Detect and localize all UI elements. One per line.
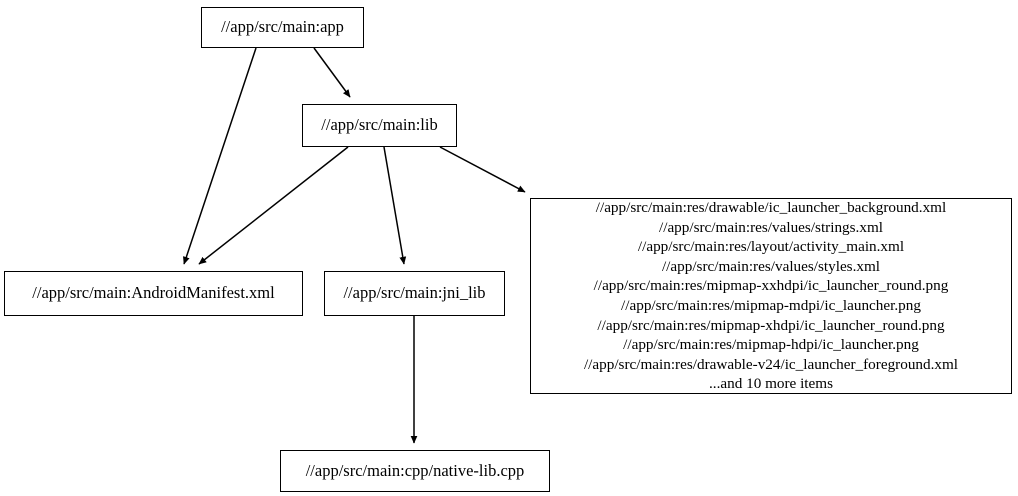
graph-node-app[interactable]: //app/src/main:app <box>201 7 364 48</box>
graph-node-jni-lib-label: //app/src/main:jni_lib <box>343 283 486 303</box>
graph-node-app-label: //app/src/main:app <box>221 17 344 37</box>
edge-lib-to-android-manifest <box>198 146 349 265</box>
edge-lib-to-jni-lib <box>383 146 407 265</box>
graph-node-res-group[interactable]: //app/src/main:res/drawable/ic_launcher_… <box>530 198 1012 394</box>
edge-app-to-android-manifest <box>183 47 257 265</box>
graph-node-res-group-label: //app/src/main:res/drawable/ic_launcher_… <box>583 199 959 393</box>
graph-node-lib[interactable]: //app/src/main:lib <box>302 104 457 147</box>
graph-node-native-lib[interactable]: //app/src/main:cpp/native-lib.cpp <box>280 450 550 492</box>
edge-lib-to-res-group <box>439 146 526 193</box>
graph-node-jni-lib[interactable]: //app/src/main:jni_lib <box>324 271 505 316</box>
graph-node-android-manifest-label: //app/src/main:AndroidManifest.xml <box>32 283 275 303</box>
graph-node-lib-label: //app/src/main:lib <box>321 115 438 135</box>
graph-node-android-manifest[interactable]: //app/src/main:AndroidManifest.xml <box>4 271 303 316</box>
graph-node-native-lib-label: //app/src/main:cpp/native-lib.cpp <box>305 460 525 480</box>
edge-app-to-lib <box>313 47 351 98</box>
